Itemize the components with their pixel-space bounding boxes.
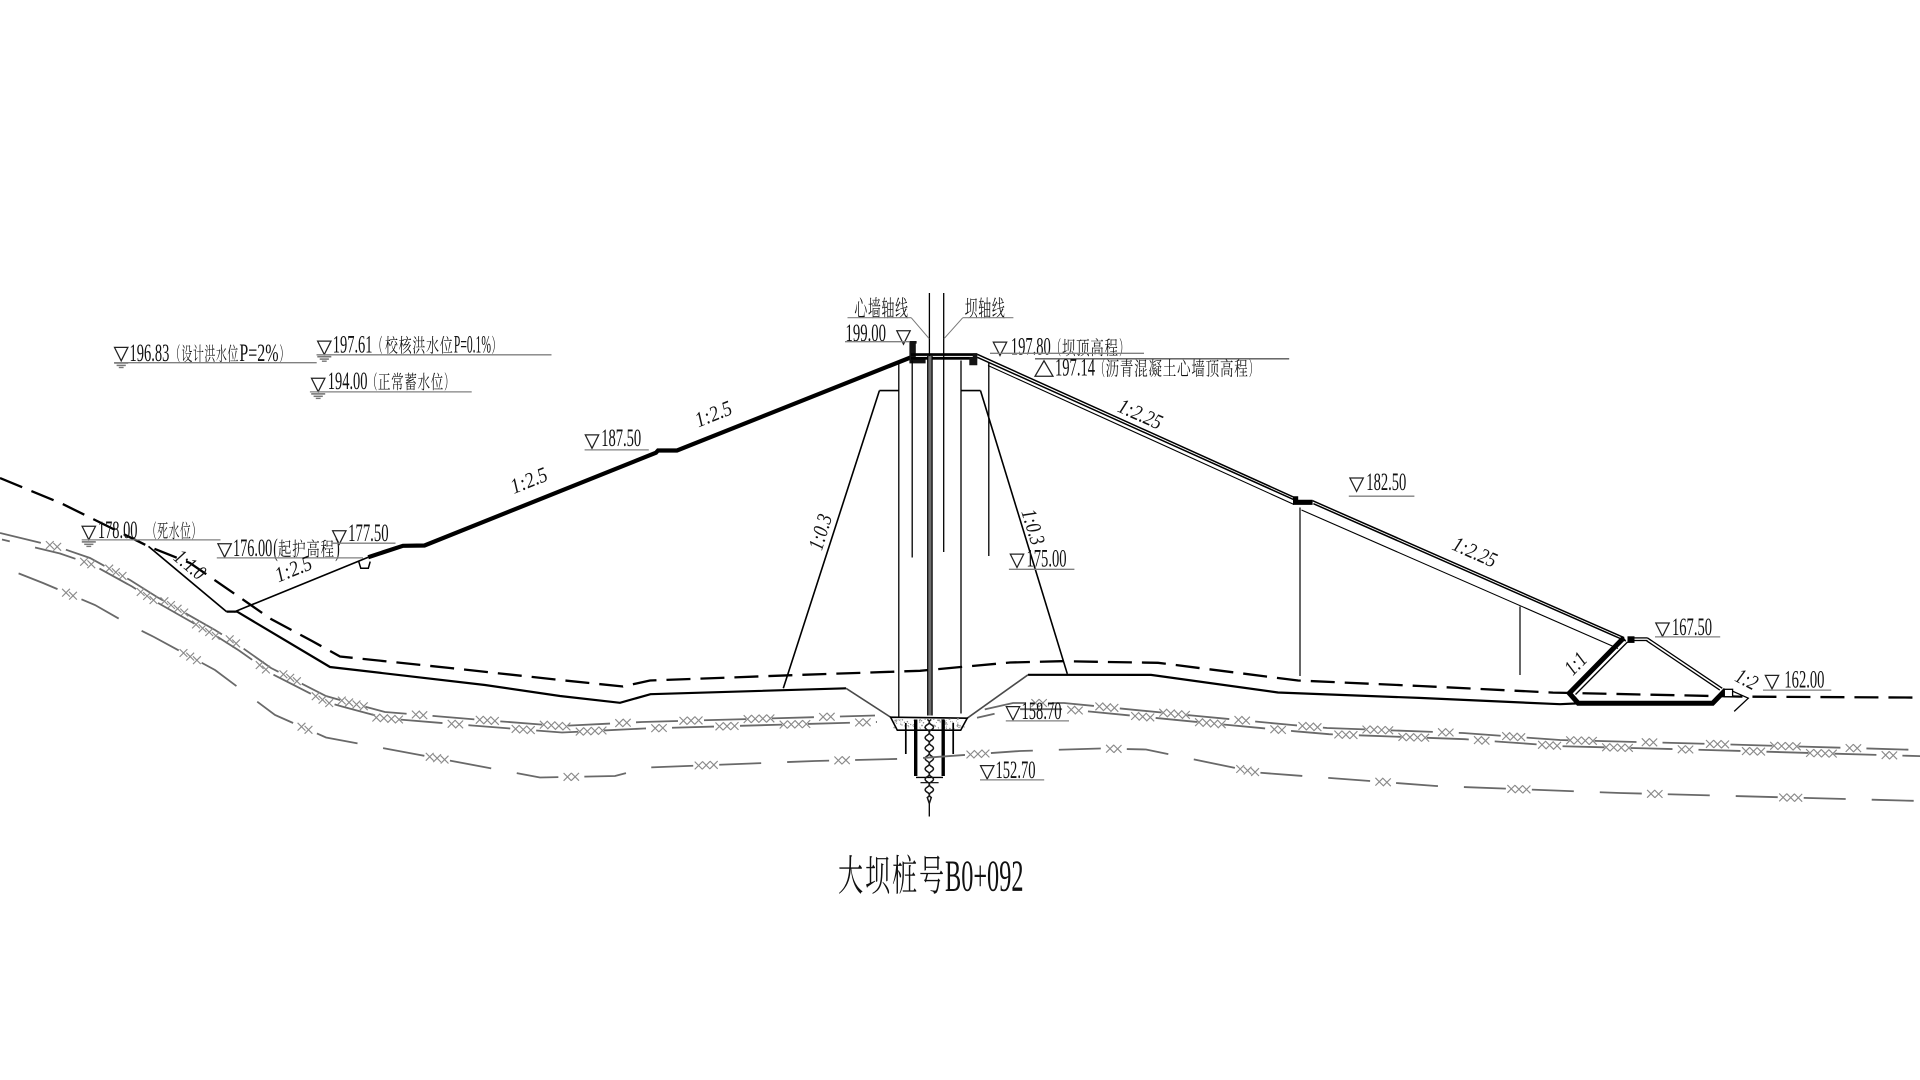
svg-text:B0+092: B0+092 (945, 852, 1024, 901)
svg-text:P=0.1%: P=0.1% (454, 331, 491, 358)
svg-text:187.50: 187.50 (601, 425, 641, 452)
svg-text:199.00: 199.00 (846, 320, 887, 347)
svg-text:194.00: 194.00 (328, 368, 368, 395)
svg-text:(: ( (273, 535, 278, 562)
svg-text:182.50: 182.50 (1366, 469, 1406, 496)
svg-text:197.61: 197.61 (333, 331, 373, 358)
svg-text:162.00: 162.00 (1784, 667, 1824, 694)
svg-text:197.80: 197.80 (1011, 334, 1051, 361)
svg-text:175.00: 175.00 (1027, 546, 1067, 573)
svg-text:197.14: 197.14 (1055, 355, 1095, 382)
svg-text:): ) (335, 535, 340, 562)
